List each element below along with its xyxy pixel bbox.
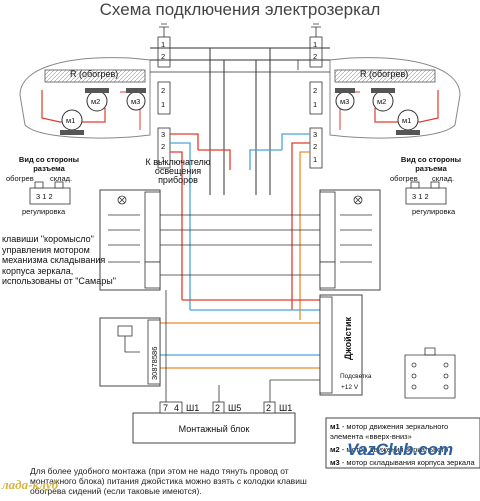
pin-label: 2 [161, 52, 166, 61]
right-m3-label: м3 [340, 97, 350, 106]
left-motor-m2 [85, 88, 109, 112]
left-connector-title-1: Вид со стороны [18, 155, 80, 164]
pin-label: 1 [161, 40, 166, 49]
left-m2-label: м2 [91, 97, 101, 106]
left-m3-label: м3 [131, 97, 141, 106]
bottom-pin-a: 7 [163, 403, 169, 413]
pin-label: 2 [313, 142, 318, 151]
left-connector-heat: обогрев [6, 174, 34, 183]
legend: м1 - мотор движения зеркального элемента… [330, 422, 480, 471]
joystick-connector-view [404, 347, 456, 399]
joystick-label: Джойстик [343, 316, 353, 360]
right-mirror-connector-top [309, 36, 323, 169]
pin-label: 1 [313, 40, 318, 49]
right-connector-title-1: Вид со стороны [400, 155, 462, 164]
pin-label: 2 [313, 86, 318, 95]
bottom-pin-b: 4 [174, 403, 180, 413]
right-heater [334, 69, 436, 83]
joystick-backlight-label: Подсветка [340, 373, 372, 380]
left-heater [44, 69, 146, 83]
bottom-conn-b: Ш1 [186, 403, 200, 413]
right-motor-m1 [396, 109, 420, 135]
right-heater-label: R (обогрев) [360, 69, 409, 79]
pin-label: 1 [161, 155, 166, 164]
pin-label: 3 [161, 130, 166, 139]
lighting-note-2: освещения [154, 166, 202, 176]
right-connector-heat: обогрев [390, 174, 418, 183]
right-m1-label: м1 [402, 116, 412, 125]
relay-label: 30878586 [150, 346, 159, 380]
pin-label: 1 [313, 155, 318, 164]
left-connector-fold: склад. [50, 174, 73, 183]
rocker-note: клавиши "коромысло" управления мотором м… [2, 234, 116, 286]
left-motor-m1 [60, 109, 84, 135]
watermark: лада-клуб [2, 477, 59, 492]
legend-m3: м3 - мотор складывания корпуса зеркала [330, 458, 475, 467]
bottom-pin-c: 2 [215, 403, 221, 413]
bottom-conn-f: Ш1 [279, 403, 293, 413]
bottom-conn-d: Ш5 [228, 403, 242, 413]
legend-m2: м2 - мотор движения зеркального [330, 445, 449, 454]
left-connector-adjust: регулировка [22, 207, 66, 216]
mounting-block [132, 412, 296, 444]
left-mirror-housing [19, 57, 151, 139]
legend-m1: м1 - мотор движения зеркального элемента… [330, 422, 449, 441]
lighting-note-3: приборов [158, 175, 198, 185]
mounting-block-label: Монтажный блок [178, 424, 250, 434]
pin-label: 2 [161, 142, 166, 151]
left-m1-label: м1 [66, 116, 76, 125]
right-motor-m3 [335, 88, 355, 111]
left-motor-m3 [126, 88, 146, 111]
joystick-12v-label: +12 V [341, 384, 359, 391]
right-mirror-housing [329, 57, 461, 139]
left-connector-pins: 3 1 2 [36, 192, 53, 201]
left-switch-pins [144, 191, 161, 289]
right-motor-m2 [371, 88, 395, 112]
diagram-title: Схема подключения электрозеркал [99, 0, 381, 19]
legend-box [325, 417, 480, 469]
right-connector-view [405, 181, 447, 205]
brand-logo: VazClub.com [347, 440, 454, 459]
right-m2-label: м2 [377, 97, 387, 106]
right-connector-title-2: разъема [415, 164, 447, 173]
footnote: Для более удобного монтажа (при этом не … [30, 466, 307, 496]
right-connector-fold: склад. [432, 174, 455, 183]
bottom-pin-e: 2 [266, 403, 272, 413]
left-connector-title-2: разъема [33, 164, 65, 173]
left-connector-view [29, 181, 71, 205]
right-connector-adjust: регулировка [412, 207, 456, 216]
pin-label: 2 [161, 86, 166, 95]
pin-label: 3 [313, 130, 318, 139]
pin-label: 1 [161, 100, 166, 109]
lighting-note-1: К выключателю [145, 157, 211, 167]
right-connector-pins: 3 1 2 [412, 192, 429, 201]
left-heater-label: R (обогрев) [70, 69, 119, 79]
right-switch-pins [319, 191, 336, 289]
pin-label: 2 [313, 52, 318, 61]
pin-label: 1 [313, 100, 318, 109]
